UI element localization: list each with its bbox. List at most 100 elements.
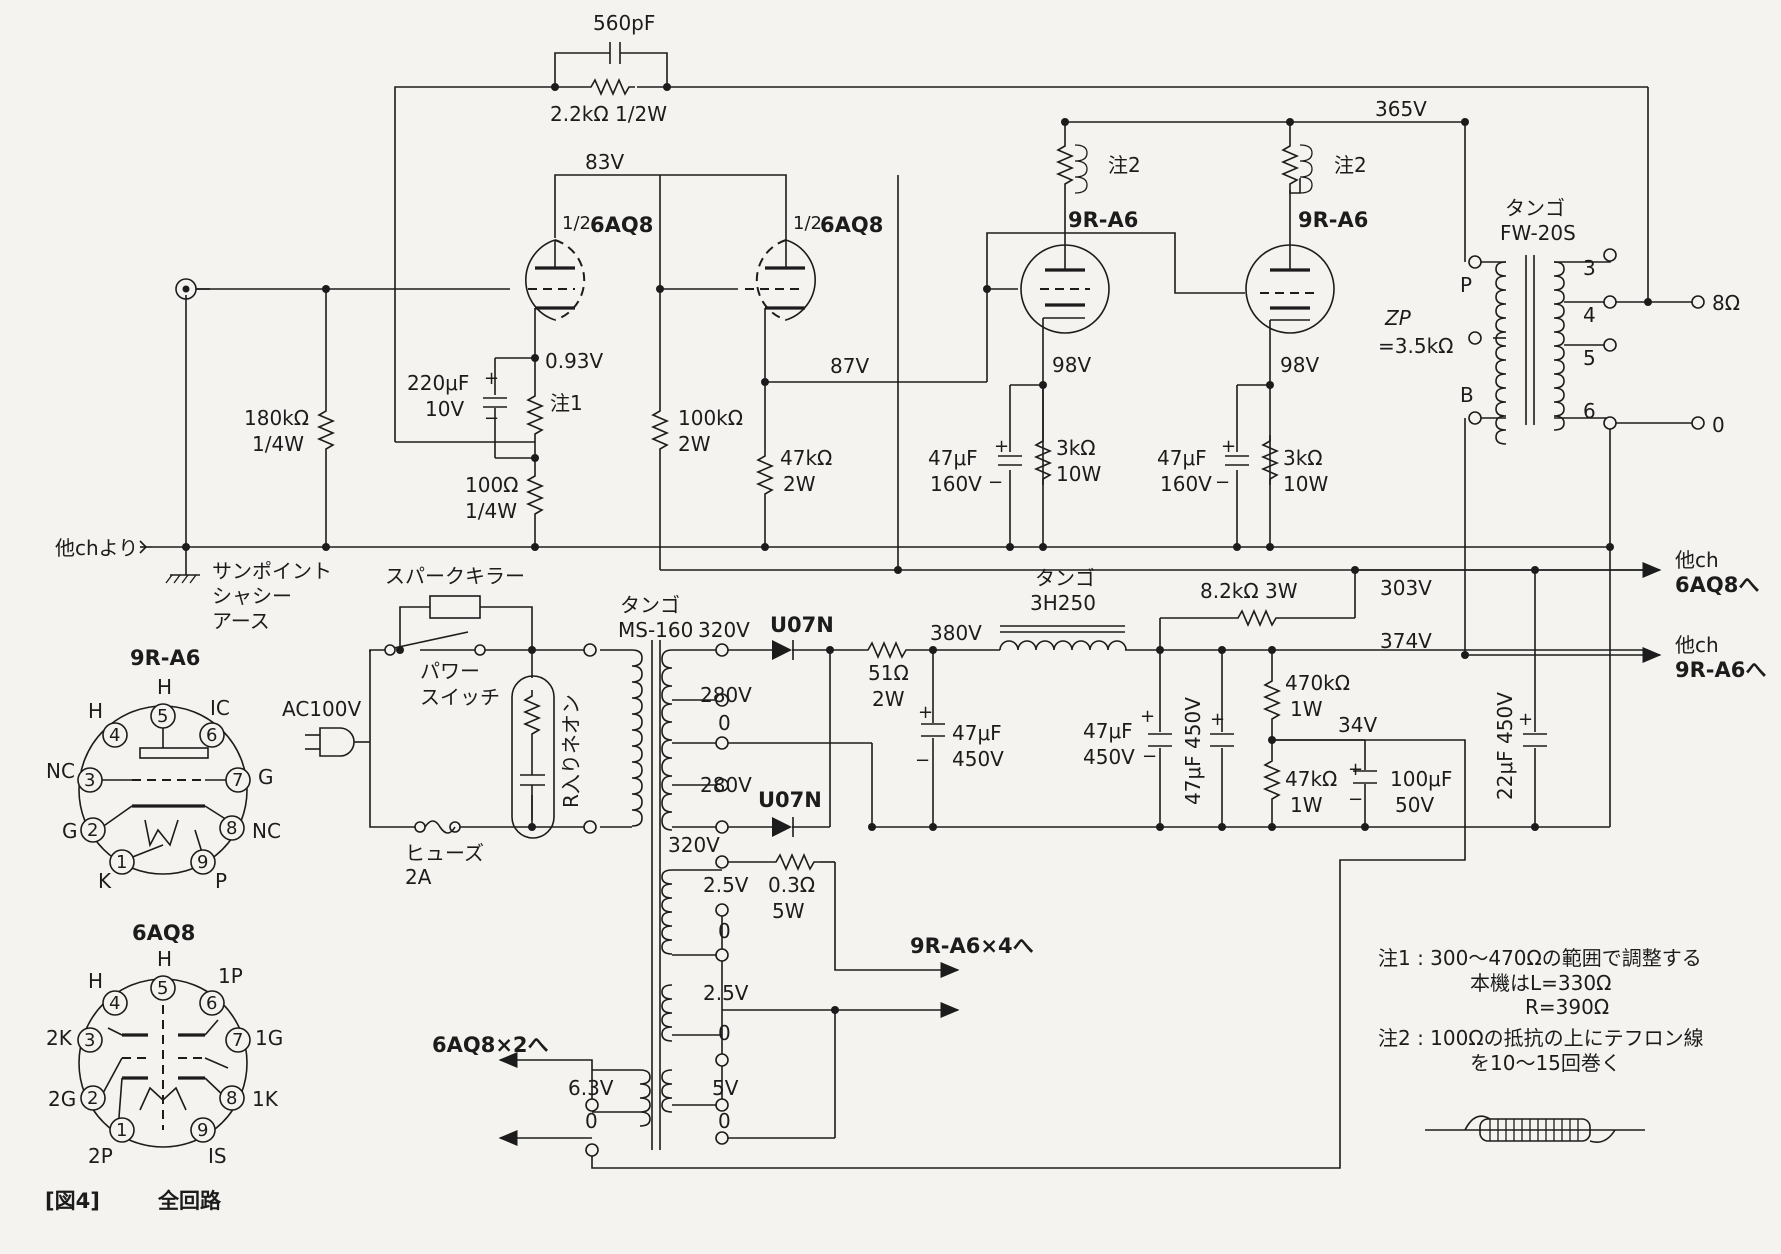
- res-plate-b: [1282, 139, 1298, 191]
- lbl-pin6-is: IS: [208, 1144, 227, 1168]
- tube-9ra6-b: [1245, 244, 1335, 338]
- cap-47uf-450-c: [1210, 733, 1234, 747]
- lbl-ac100v: AC100V: [282, 697, 361, 721]
- lbl-3k-b: 3kΩ: [1283, 446, 1323, 470]
- lbl-note1-a: 注1 : 300〜470Ωの範囲で調整する: [1378, 946, 1702, 970]
- cap-100uf: [1353, 770, 1377, 784]
- lbl-47uf-b: 47μF: [1157, 446, 1207, 470]
- res-03: [769, 854, 821, 870]
- pin9-n5: 5: [157, 706, 168, 727]
- lbl-374v: 374V: [1380, 629, 1432, 653]
- lbl-pwr2: スイッチ: [420, 685, 500, 709]
- ground-symbol: [165, 547, 200, 584]
- lbl-tube1: 6AQ8: [590, 213, 653, 237]
- lbl-d1: U07N: [770, 613, 834, 637]
- pin6-n3: 3: [84, 1030, 95, 1051]
- pin6-n8: 8: [226, 1088, 237, 1109]
- lbl-to6aq8-a: 他ch: [1675, 548, 1719, 572]
- figure-title: 全回路: [157, 1189, 222, 1213]
- res-470k: [1264, 674, 1280, 726]
- pin9-n1: 1: [116, 852, 127, 873]
- lbl-320v-b: 320V: [668, 833, 720, 857]
- lbl-pin9-k: K: [98, 869, 112, 893]
- pin6-n4: 4: [109, 993, 120, 1014]
- lbl-pin6-1k: 1K: [252, 1087, 279, 1111]
- res-51: [861, 642, 913, 658]
- lbl-470k: 470kΩ: [1285, 671, 1350, 695]
- lbl-minus-b: −: [1215, 472, 1230, 493]
- lbl-gnd2: シャシー: [212, 584, 292, 608]
- cap-560pf: [609, 42, 621, 64]
- lbl-365v: 365V: [1375, 97, 1427, 121]
- pin6-n2: 2: [87, 1088, 98, 1109]
- pin9-n7: 7: [232, 770, 243, 791]
- tube-6aq8-b: [745, 239, 816, 322]
- lbl-t6: 6: [1583, 399, 1596, 423]
- lbl-pin9-nc2: NC: [252, 819, 281, 843]
- lbl-minus-f: −: [1348, 789, 1363, 810]
- lbl-47uf-a: 47μF: [928, 446, 978, 470]
- lbl-450v-d: 450V: [1083, 745, 1135, 769]
- lbl-pin6-2k: 2K: [46, 1026, 73, 1050]
- pinout-6aq8: [78, 978, 248, 1148]
- lbl-note1-c: R=390Ω: [1525, 995, 1609, 1019]
- lbl-98v-a: 98V: [1052, 353, 1091, 377]
- lbl-d2: U07N: [758, 788, 822, 812]
- lbl-note2-b: を10〜15回巻く: [1470, 1051, 1621, 1075]
- lbl-47k-c: 47kΩ: [1285, 767, 1337, 791]
- input-chevron: [139, 540, 148, 554]
- lbl-fuse1: ヒューズ: [405, 841, 484, 865]
- lbl-plus-f: +: [1348, 759, 1363, 780]
- cap-47uf-450-a: [921, 723, 945, 737]
- lbl-pin6-title: 6AQ8: [132, 921, 195, 945]
- tube-6aq8-a: [525, 239, 586, 322]
- tube-9ra6-a: [1020, 244, 1110, 338]
- lbl-pt-brand: タンゴ: [620, 593, 680, 617]
- lbl-spark: スパークキラー: [385, 564, 525, 588]
- lbl-plus-d: +: [1140, 706, 1155, 727]
- pin6-n7: 7: [232, 1030, 243, 1051]
- lbl-note2b: 注2: [1334, 153, 1367, 177]
- cap-22uf: [1523, 733, 1547, 747]
- lbl-tube3: 9R-A6: [1068, 208, 1138, 232]
- res-8k2: [1231, 610, 1283, 626]
- cap-47uf-450-b: [1148, 733, 1172, 747]
- lbl-pin9-h2: H: [88, 699, 103, 723]
- lbl-gnd3: アース: [212, 609, 270, 633]
- lbl-8ohm: 8Ω: [1712, 291, 1740, 315]
- input-jack: [175, 278, 210, 300]
- lbl-380v: 380V: [930, 621, 982, 645]
- lbl-note2a: 注2: [1108, 153, 1141, 177]
- teflon-coil-illustration: [1425, 1115, 1645, 1143]
- pin6-n6: 6: [206, 993, 217, 1014]
- lbl-half-2: 1/2: [793, 213, 822, 234]
- res-180k: [318, 404, 334, 456]
- lbl-280v-b: 280V: [700, 773, 752, 797]
- labels: 560pF 2.2kΩ 1/2W 83V 365V 1/2 6AQ8 1/2 6…: [45, 11, 1766, 1213]
- lbl-half-1: 1/2: [562, 213, 591, 234]
- lbl-ot-model: FW-20S: [1500, 221, 1576, 245]
- lbl-160v-b: 160V: [1160, 472, 1212, 496]
- lbl-pin6-h: H: [157, 947, 172, 971]
- lbl-to6aq8x2: 6AQ8×2へ: [432, 1033, 549, 1057]
- diode-u07n-a: [772, 640, 794, 660]
- wires: [140, 52, 1692, 1169]
- lbl-47k-c-w: 1W: [1290, 793, 1323, 817]
- lbl-z2: 0: [718, 1021, 731, 1045]
- lbl-pin9-title: 9R-A6: [130, 646, 200, 670]
- lbl-pin6-2g: 2G: [48, 1087, 76, 1111]
- lbl-47k-w: 2W: [783, 472, 816, 496]
- pin-circles: [77, 703, 251, 1143]
- lbl-minus-a: −: [988, 472, 1003, 493]
- pin6-n5: 5: [157, 978, 168, 999]
- res-100k: [652, 404, 668, 456]
- lbl-25v-a: 2.5V: [703, 873, 749, 897]
- lbl-98v-b: 98V: [1280, 353, 1319, 377]
- lbl-10w-b: 10W: [1283, 472, 1328, 496]
- lbl-47uf-d: 47μF: [1083, 719, 1133, 743]
- lbl-22uf: 22μF 450V: [1493, 692, 1517, 800]
- res-47k-b: [1264, 754, 1280, 806]
- lbl-pwr1: パワー: [420, 659, 480, 683]
- lbl-zp-val: =3.5kΩ: [1378, 334, 1453, 358]
- lbl-160v-a: 160V: [930, 472, 982, 496]
